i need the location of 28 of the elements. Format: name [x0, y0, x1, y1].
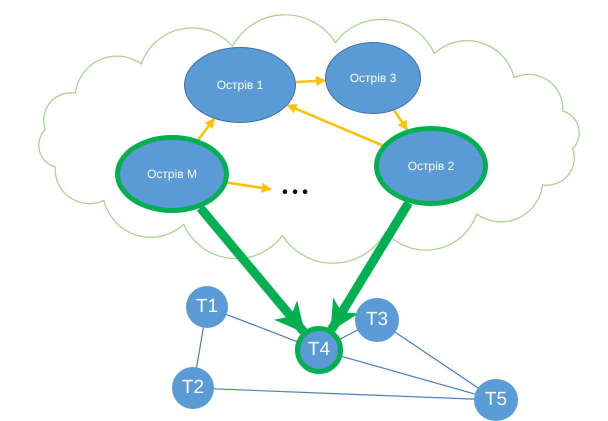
- node-circle: [186, 286, 228, 328]
- arrow: [286, 104, 383, 146]
- node-label: T3: [366, 309, 388, 331]
- node-label: T1: [196, 296, 218, 318]
- connector-line: [226, 314, 297, 342]
- arrow: [393, 110, 408, 131]
- node-label: T2: [182, 377, 204, 399]
- node-circle: [172, 367, 214, 409]
- connector-line: [196, 328, 204, 368]
- node-label: T4: [308, 339, 330, 361]
- arrow: [296, 76, 326, 86]
- node-circle: [474, 379, 518, 421]
- connector-line: [394, 332, 478, 388]
- node-label: Острів 1: [216, 78, 264, 92]
- connector-line: [340, 330, 358, 340]
- ellipsis-text: • • •: [282, 184, 308, 202]
- arrow: [227, 181, 272, 193]
- connector-line: [214, 388, 474, 400]
- node-circle: [355, 298, 399, 342]
- node-circle: [295, 326, 343, 374]
- arrow: [197, 118, 216, 140]
- node-label: Острів 2: [408, 159, 454, 173]
- connector-line: [342, 356, 476, 395]
- node-label: T5: [484, 389, 508, 411]
- node-label: Острів M: [147, 167, 197, 181]
- thick-arrow: [196, 204, 308, 334]
- thick-arrow: [328, 200, 412, 332]
- node-label: Острів 3: [350, 71, 396, 85]
